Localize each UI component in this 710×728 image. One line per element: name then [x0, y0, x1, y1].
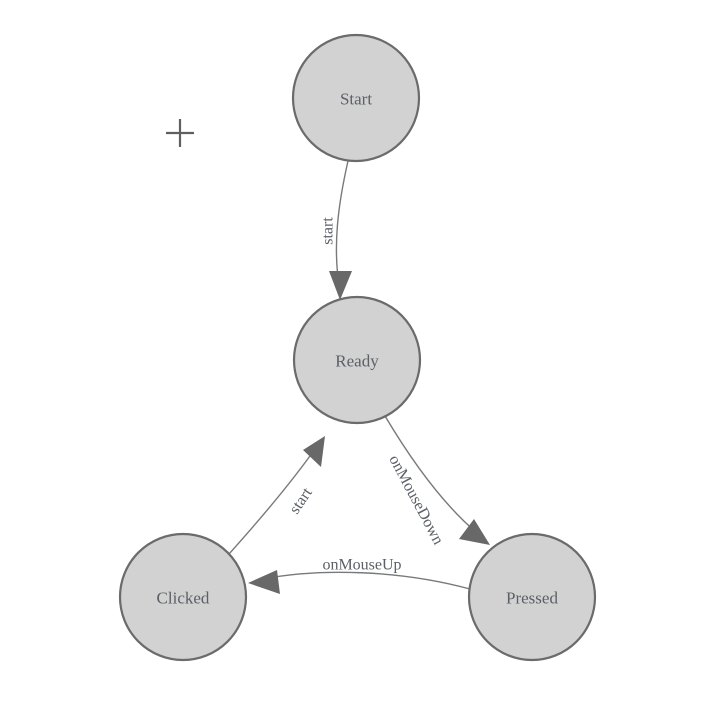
node-ready-label: Ready: [335, 352, 379, 371]
node-pressed[interactable]: Pressed: [467, 532, 597, 662]
plus-marker: [166, 119, 194, 147]
edge-label-pressed-to-clicked: onMouseUp: [322, 557, 401, 574]
node-start[interactable]: Start: [291, 33, 421, 163]
arrowhead-start-to-ready: [329, 271, 352, 300]
edge-label-clicked-to-ready: start: [286, 484, 316, 517]
edge-path-pressed-to-clicked: [262, 571, 471, 590]
edge-pressed-to-clicked[interactable]: [248, 570, 471, 594]
edge-label-ready-to-pressed: onMouseDown: [385, 452, 446, 547]
edge-path-clicked-to-ready: [228, 448, 316, 555]
arrowhead-clicked-to-ready: [303, 436, 325, 467]
node-pressed-label: Pressed: [506, 589, 558, 608]
node-clicked-circle: [118, 532, 248, 662]
edge-label-start-to-ready: start: [320, 217, 337, 245]
node-clicked[interactable]: Clicked: [118, 532, 248, 662]
arrowhead-pressed-to-clicked: [248, 570, 280, 594]
node-ready[interactable]: Ready: [292, 295, 422, 425]
edge-clicked-to-ready[interactable]: [228, 436, 325, 555]
node-ready-circle: [292, 295, 422, 425]
edge-start-to-ready[interactable]: [329, 160, 352, 300]
node-start-label: Start: [340, 90, 372, 109]
node-pressed-circle: [467, 532, 597, 662]
edge-ready-to-pressed[interactable]: [384, 415, 490, 545]
edge-path-ready-to-pressed: [384, 415, 478, 534]
edge-path-start-to-ready: [335, 160, 349, 286]
node-clicked-label: Clicked: [157, 589, 210, 608]
node-start-circle: [291, 33, 421, 163]
arrowhead-ready-to-pressed: [459, 519, 490, 545]
